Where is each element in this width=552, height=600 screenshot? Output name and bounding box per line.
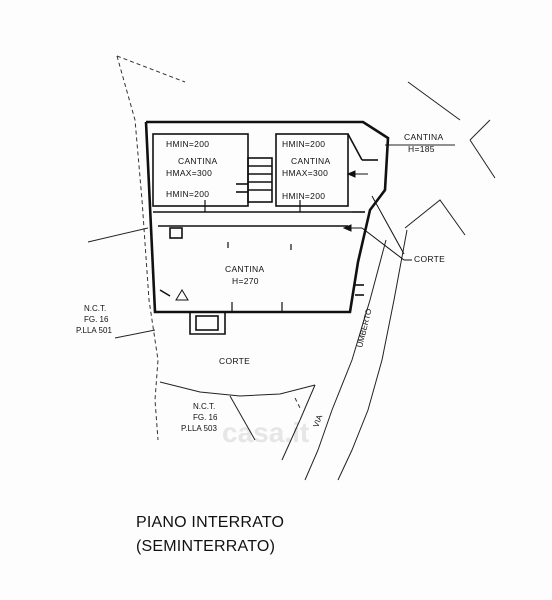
label-nct-bottom-2: FG. 16 — [193, 413, 218, 422]
label-hmin-left-top: HMIN=200 — [166, 139, 209, 149]
label-nct-bottom-3: P.LLA 503 — [181, 424, 217, 433]
inner-walls — [152, 133, 378, 335]
plan-title: PIANO INTERRATO (SEMINTERRATO) — [136, 511, 284, 559]
label-cantina-main: CANTINA — [225, 264, 264, 274]
label-corte-bottom: CORTE — [219, 356, 250, 366]
label-hmin-left-bottom: HMIN=200 — [166, 189, 209, 199]
label-corte-right: CORTE — [414, 254, 445, 264]
building-outline — [144, 120, 390, 314]
label-nct-left-1: N.C.T. — [84, 304, 106, 313]
level-marker-icon — [175, 289, 189, 301]
label-h270: H=270 — [232, 276, 259, 286]
plan-title-line2: (SEMINTERRATO) — [136, 538, 276, 555]
label-nct-left-2: FG. 16 — [84, 315, 109, 324]
label-nct-left-3: P.LLA 501 — [76, 326, 112, 335]
label-street-umberto: UMBERTO — [355, 308, 373, 349]
label-cantina-ext: CANTINA — [404, 132, 443, 142]
cadastral-lines — [87, 81, 496, 481]
label-hmax-left: HMAX=300 — [166, 168, 212, 178]
label-nct-bottom-1: N.C.T. — [193, 402, 215, 411]
label-hmin-right-bottom: HMIN=200 — [282, 191, 325, 201]
label-street-via: VIA — [311, 413, 324, 429]
watermark: casa.it — [222, 417, 309, 448]
plan-title-line1: PIANO INTERRATO — [136, 514, 285, 531]
label-h185: H=185 — [408, 144, 435, 154]
label-hmax-right: HMAX=300 — [282, 168, 328, 178]
label-cantina-right: CANTINA — [291, 156, 330, 166]
label-hmin-right-top: HMIN=200 — [282, 139, 325, 149]
annotation-arrows — [342, 170, 412, 261]
property-boundary — [116, 55, 301, 441]
wall-ticks — [204, 200, 301, 312]
label-cantina-left: CANTINA — [178, 156, 217, 166]
